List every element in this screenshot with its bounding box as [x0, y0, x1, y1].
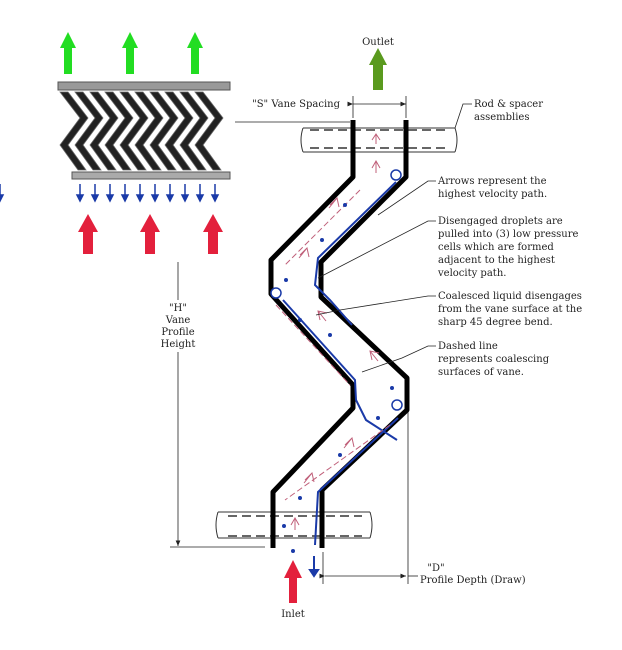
- flow-arrows: [290, 133, 381, 530]
- drain-arrow-icon: [308, 556, 320, 578]
- svg-text:velocity path.: velocity path.: [437, 268, 506, 279]
- svg-text:pulled into (3) low pressure: pulled into (3) low pressure: [438, 229, 578, 240]
- green-arrow-icon: [60, 32, 76, 74]
- green-arrow-icon: [122, 32, 138, 74]
- svg-text:Arrows represent the: Arrows represent the: [437, 176, 547, 187]
- svg-text:adjacent to the highest: adjacent to the highest: [438, 255, 555, 266]
- rod-spacer-note: Rod & spacer assemblies: [474, 99, 543, 123]
- low-pressure-cells: [270, 169, 403, 411]
- inlet-arrow-icon: [284, 560, 302, 603]
- svg-text:Dashed line: Dashed line: [438, 341, 498, 352]
- svg-text:Disengaged droplets are: Disengaged droplets are: [438, 216, 563, 227]
- blue-droplet-arrows: [0, 183, 219, 203]
- red-arrow-icon: [78, 214, 98, 254]
- svg-text:sharp 45 degree bend.: sharp 45 degree bend.: [438, 317, 553, 328]
- inlet-label: Inlet: [281, 609, 305, 620]
- svg-text:assemblies: assemblies: [474, 112, 529, 123]
- rod-spacer-bottom: [215, 511, 373, 539]
- vane-pack-illustration: [0, 32, 231, 254]
- svg-text:Coalesced liquid disengages: Coalesced liquid disengages: [438, 291, 582, 302]
- green-outlet-arrows: [60, 32, 203, 74]
- svg-text:from the vane surface at the: from the vane surface at the: [438, 304, 582, 315]
- svg-text:Profile: Profile: [161, 327, 194, 338]
- red-arrow-icon: [140, 214, 160, 254]
- red-arrow-icon: [203, 214, 223, 254]
- vane-right-wall: [318, 120, 410, 548]
- vane-walls: [268, 120, 410, 548]
- svg-text:"H": "H": [169, 303, 187, 314]
- arrows-note: Arrows represent the highest velocity pa…: [437, 176, 547, 200]
- svg-text:highest velocity path.: highest velocity path.: [438, 189, 547, 200]
- svg-text:represents coalescing: represents coalescing: [438, 354, 550, 365]
- coalescing-surfaces: [275, 181, 399, 546]
- svg-text:Profile Depth (Draw): Profile Depth (Draw): [420, 575, 526, 586]
- vane-spacing-label: "S" Vane Spacing: [252, 99, 340, 110]
- svg-text:cells which are formed: cells which are formed: [438, 242, 554, 253]
- droplets-note: Disengaged droplets are pulled into (3) …: [437, 216, 578, 279]
- svg-text:Vane: Vane: [165, 315, 191, 326]
- rod-spacer-top: [300, 127, 458, 153]
- svg-text:Rod & spacer: Rod & spacer: [474, 99, 543, 110]
- dashed-line-note: Dashed line represents coalescing surfac…: [438, 341, 550, 378]
- green-arrow-icon: [187, 32, 203, 74]
- depth-dimension-label: "D" Profile Depth (Draw): [420, 563, 526, 586]
- coalesced-note: Coalesced liquid disengages from the van…: [438, 291, 582, 328]
- dimension-lines: [170, 96, 472, 584]
- outlet-label: Outlet: [362, 37, 394, 48]
- height-dimension-label: "H" Vane Profile Height: [161, 303, 196, 350]
- red-inlet-arrows: [78, 214, 223, 254]
- droplets: [282, 203, 394, 553]
- svg-text:"D": "D": [427, 563, 444, 574]
- outlet-arrow-icon: [369, 48, 387, 90]
- svg-text:surfaces of vane.: surfaces of vane.: [438, 367, 524, 378]
- vane-left-wall: [268, 120, 356, 548]
- svg-text:Height: Height: [161, 339, 196, 350]
